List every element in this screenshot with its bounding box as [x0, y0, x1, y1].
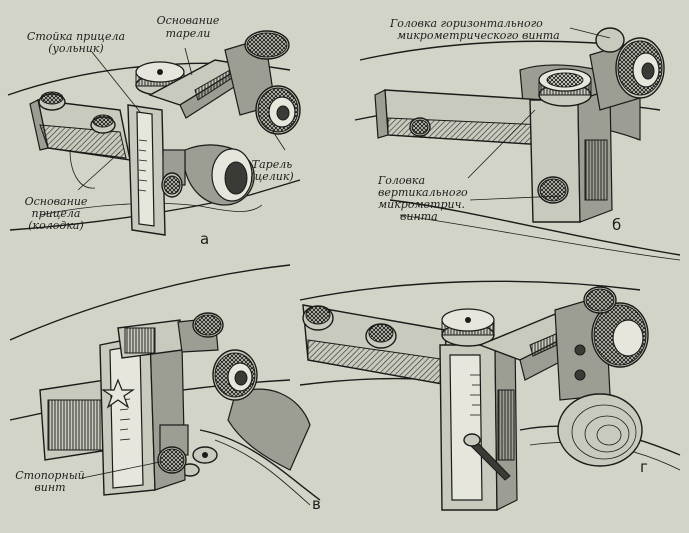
label-stop-screw-line2: винт	[34, 481, 66, 494]
panel-g-drawing	[299, 280, 681, 511]
panel-v-drawing	[9, 264, 321, 506]
label-disc-base-line1: Основание	[156, 14, 220, 27]
label-vertical-head-line1: Головка	[378, 174, 426, 187]
label-post-line1: Стойка прицела	[26, 30, 126, 43]
panel-b-drawing	[354, 27, 681, 261]
label-sight-base-line3: (колодка)	[28, 219, 84, 232]
label-disc-line2: (целик)	[250, 170, 294, 183]
label-sight-base-line1: Основание	[24, 195, 88, 208]
label-sight-base-line2: прицела	[31, 207, 81, 220]
label-disc-base-line2: тарели	[165, 27, 211, 40]
label-horizontal-head-line1: Головка горизонтального	[390, 17, 543, 30]
label-disc-line1: Тарель	[251, 158, 293, 171]
panel-letter-v: в	[312, 495, 321, 513]
label-vertical-head-line3: микрометрич.	[378, 198, 465, 211]
label-stop-screw-line1: Стопорный	[15, 469, 85, 482]
label-vertical-head-line2: вертикального	[378, 186, 468, 199]
label-post-line2: (уольник)	[48, 42, 104, 55]
panel-letter-g: г	[640, 458, 648, 476]
label-vertical-head-line4: винта	[400, 210, 438, 223]
panel-letter-a: а	[200, 230, 210, 248]
panel-a-drawing	[7, 30, 301, 236]
panel-letter-b: б	[612, 216, 622, 234]
label-horizontal-head-line2: микрометрического винта	[397, 29, 560, 42]
